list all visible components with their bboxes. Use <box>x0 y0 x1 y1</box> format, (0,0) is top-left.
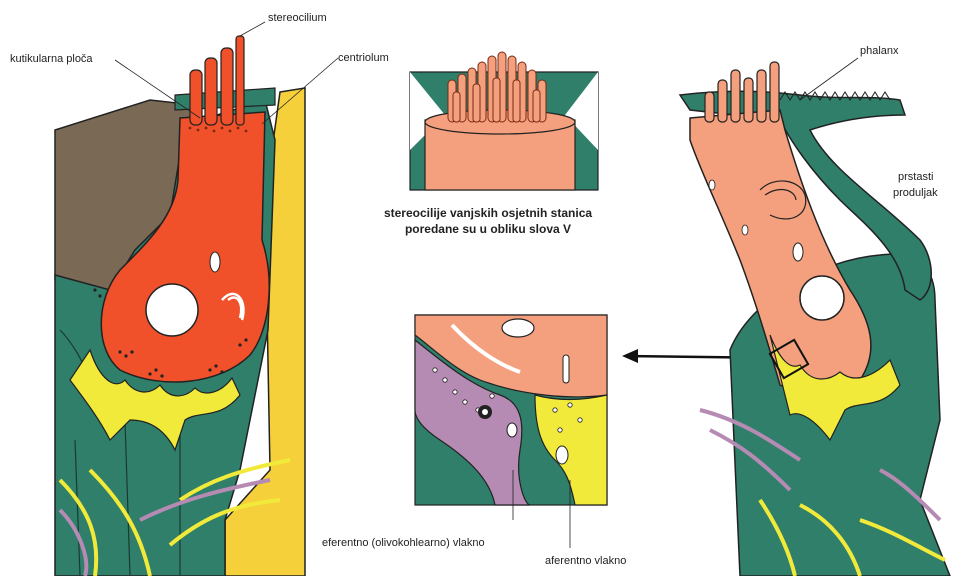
label-produljak: produljak <box>893 187 938 200</box>
label-prstasti: prstasti <box>898 171 933 184</box>
label-stereocilium: stereocilium <box>268 12 327 25</box>
inner-cell-nucleus <box>146 284 198 336</box>
stereocilia-caption: stereocilije vanjskih osjetnih stanica p… <box>372 205 604 237</box>
right-leader-lines <box>800 58 858 100</box>
caption-line-2: poredane su u obliku slova V <box>372 221 604 237</box>
label-phalanx: phalanx <box>860 45 899 58</box>
label-eferentno-vlakno: eferentno (olivokohlearno) vlakno <box>322 537 485 550</box>
label-aferentno-vlakno: aferentno vlakno <box>545 555 626 568</box>
synapse-inset-figure <box>415 315 607 548</box>
outer-hair-cell-figure <box>680 62 950 576</box>
stereocilia-v-figure <box>410 52 598 190</box>
label-kutikularna-ploca: kutikularna ploča <box>10 53 93 66</box>
inner-stereocilia <box>190 36 244 125</box>
outer-hair-cell-body <box>690 110 871 392</box>
label-centriolum: centriolum <box>338 52 389 65</box>
v-stereocilia-bundle <box>448 52 546 122</box>
caption-line-1: stereocilije vanjskih osjetnih stanica <box>372 205 604 221</box>
inner-hair-cell-figure <box>55 36 305 576</box>
outer-cell-nucleus <box>800 276 844 320</box>
